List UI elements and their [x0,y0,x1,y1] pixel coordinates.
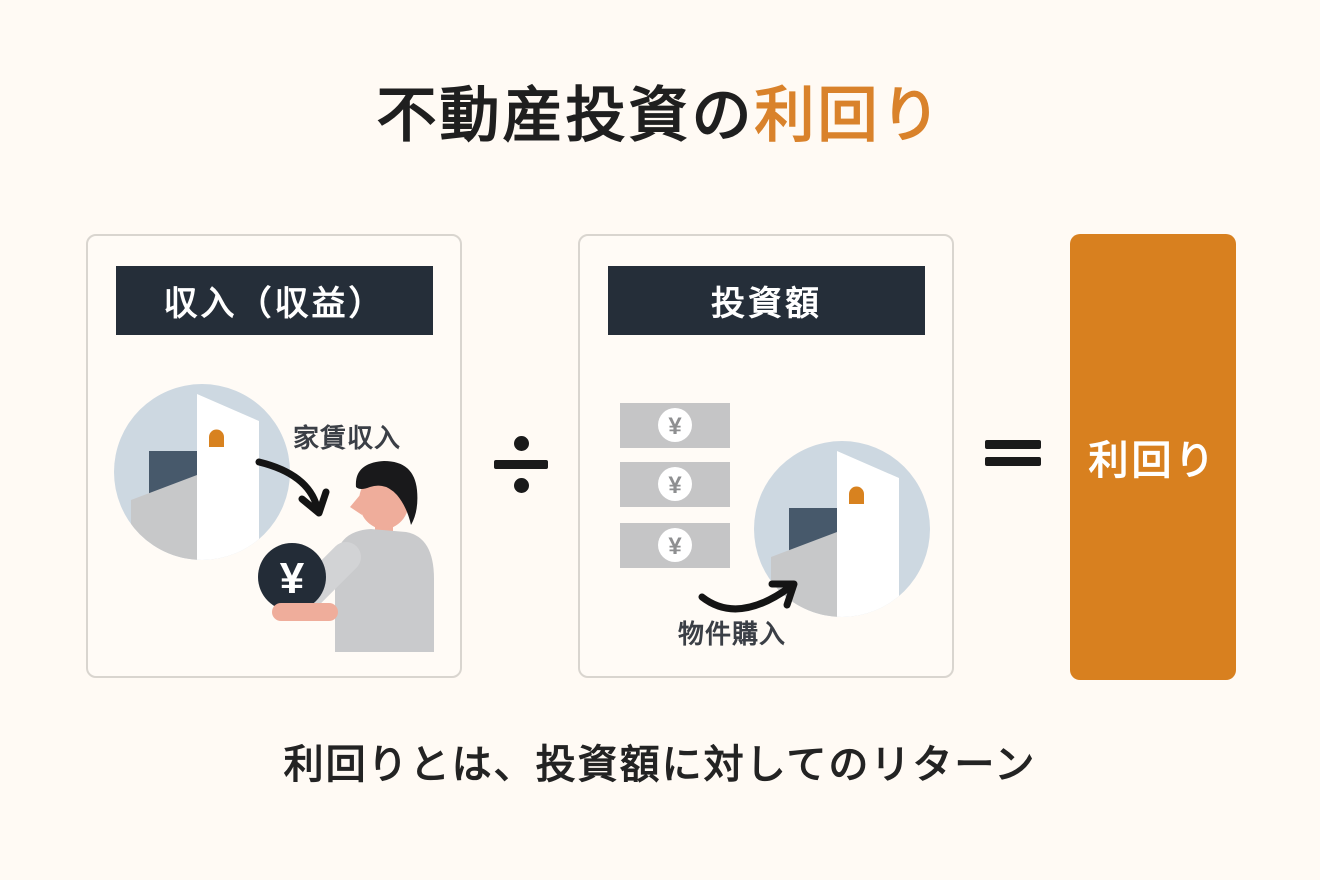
investment-card-header: 投資額 [608,266,925,335]
property-purchase-label: 物件購入 [678,619,786,649]
yen-coin-symbol: ¥ [280,554,305,603]
hand-icon [272,603,338,621]
page-title: 不動産投資の利回り [0,86,1320,146]
divide-dot-top [513,436,529,451]
banknote-icon-3: ¥ [620,523,730,568]
income-card: 収入（収益） 家賃収入 ¥ [86,234,462,678]
banknote-icon-2: ¥ [620,462,730,507]
yen-coin-icon: ¥ [258,543,326,611]
income-illustration: 家賃収入 ¥ [88,335,434,652]
yield-result-label: 利回り [1088,439,1218,483]
banknote-icon-1: ¥ [620,403,730,448]
rent-income-label: 家賃収入 [293,423,401,453]
equals-operator-icon [985,440,1041,466]
investment-illustration: ¥ ¥ ¥ 物件購入 [620,403,956,649]
house-icon [114,384,290,560]
banknote-yen-symbol: ¥ [668,413,682,440]
curved-arrow-icon [255,458,330,517]
title-accent: 利回り [754,82,944,149]
income-card-header: 収入（収益） [116,266,433,335]
title-main: 不動産投資の [376,82,755,149]
divide-operator-icon [494,436,548,493]
investment-card: 投資額 ¥ ¥ ¥ [578,234,954,678]
banknote-yen-symbol: ¥ [668,472,682,499]
curved-arrow-icon [698,580,798,613]
equals-bar-bottom [985,457,1041,466]
equals-bar-top [985,440,1041,449]
divide-dot-bottom [513,478,529,493]
banknote-yen-symbol: ¥ [668,533,682,560]
caption-text: 利回りとは、投資額に対してのリターン [283,743,1037,787]
divide-bar [494,460,548,469]
yield-result-box: 利回り [1070,234,1236,680]
